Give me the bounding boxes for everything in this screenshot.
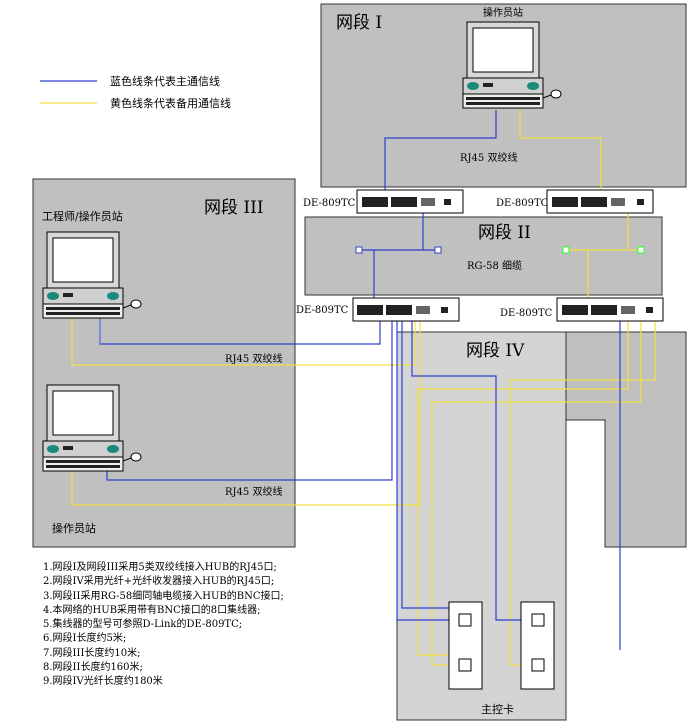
note-item: 5.集线器的型号可参照D-Link的DE-809TC; [43, 619, 243, 631]
hub-2: DE-809TC [496, 189, 654, 214]
segment-3-station-bottom-label: 操作员站 [52, 521, 96, 535]
note-item: 8.网段II长度约160米; [43, 662, 143, 674]
segment-4-title: 网段 IV [466, 341, 525, 361]
segment-3-cable-label-2: RJ45 双绞线 [225, 485, 282, 498]
bnc-connector [434, 246, 442, 254]
segment-2-cable-label: RG-58 细缆 [467, 259, 522, 272]
bnc-connector [562, 246, 570, 254]
note-item: 1.网段I及网段III采用5类双绞线接入HUB的RJ45口; [43, 562, 277, 573]
bnc-connector [355, 246, 363, 254]
main-card-label: 主控卡 [481, 702, 514, 716]
segment-3-cable-label-1: RJ45 双绞线 [225, 352, 282, 365]
hub-1: DE-809TC [303, 189, 464, 214]
notes-list: 1.网段I及网段III采用5类双绞线接入HUB的RJ45口; 2.网段IV采用光… [43, 561, 284, 690]
hub-1-label: DE-809TC [303, 198, 356, 209]
main-control-card-right [520, 601, 555, 690]
segment-1-cable-label: RJ45 双绞线 [460, 151, 517, 164]
segment-1-station-label: 操作员站 [483, 6, 523, 19]
note-item: 7.网段III长度约10米; [43, 647, 141, 659]
note-item: 6.网段I长度约5米; [43, 633, 127, 645]
segment-2-panel [304, 216, 663, 296]
hub-4: DE-809TC [500, 297, 664, 322]
note-item: 4.本网络的HUB采用带有BNC接口的8口集线器; [43, 604, 261, 616]
hub-4-label: DE-809TC [500, 308, 553, 319]
hub-3-label: DE-809TC [296, 305, 349, 316]
segment-1-title: 网段 I [336, 13, 382, 33]
main-control-card-left [448, 601, 483, 690]
note-item: 9.网段IV光纤长度约180米 [43, 676, 163, 688]
hub-2-label: DE-809TC [496, 198, 549, 209]
segment-3-station-top-label: 工程师/操作员站 [42, 209, 123, 223]
workstation-segment-1 [462, 21, 562, 109]
segment-3-title: 网段 III [204, 198, 264, 218]
note-item: 3.网段II采用RG-58细同轴电缆接入HUB的BNC接口; [43, 590, 284, 602]
hub-3: DE-809TC [296, 297, 460, 322]
segment-2-title: 网段 II [478, 223, 531, 243]
legend-main-label: 蓝色线条代表主通信线 [110, 74, 220, 88]
note-item: 2.网段IV采用光纤+光纤收发器接入HUB的RJ45口; [43, 576, 275, 588]
legend-backup-label: 黄色线条代表备用通信线 [110, 96, 231, 110]
bnc-connector [637, 246, 645, 254]
workstation-segment-3-bottom [42, 384, 142, 472]
workstation-segment-3-top [42, 231, 142, 319]
